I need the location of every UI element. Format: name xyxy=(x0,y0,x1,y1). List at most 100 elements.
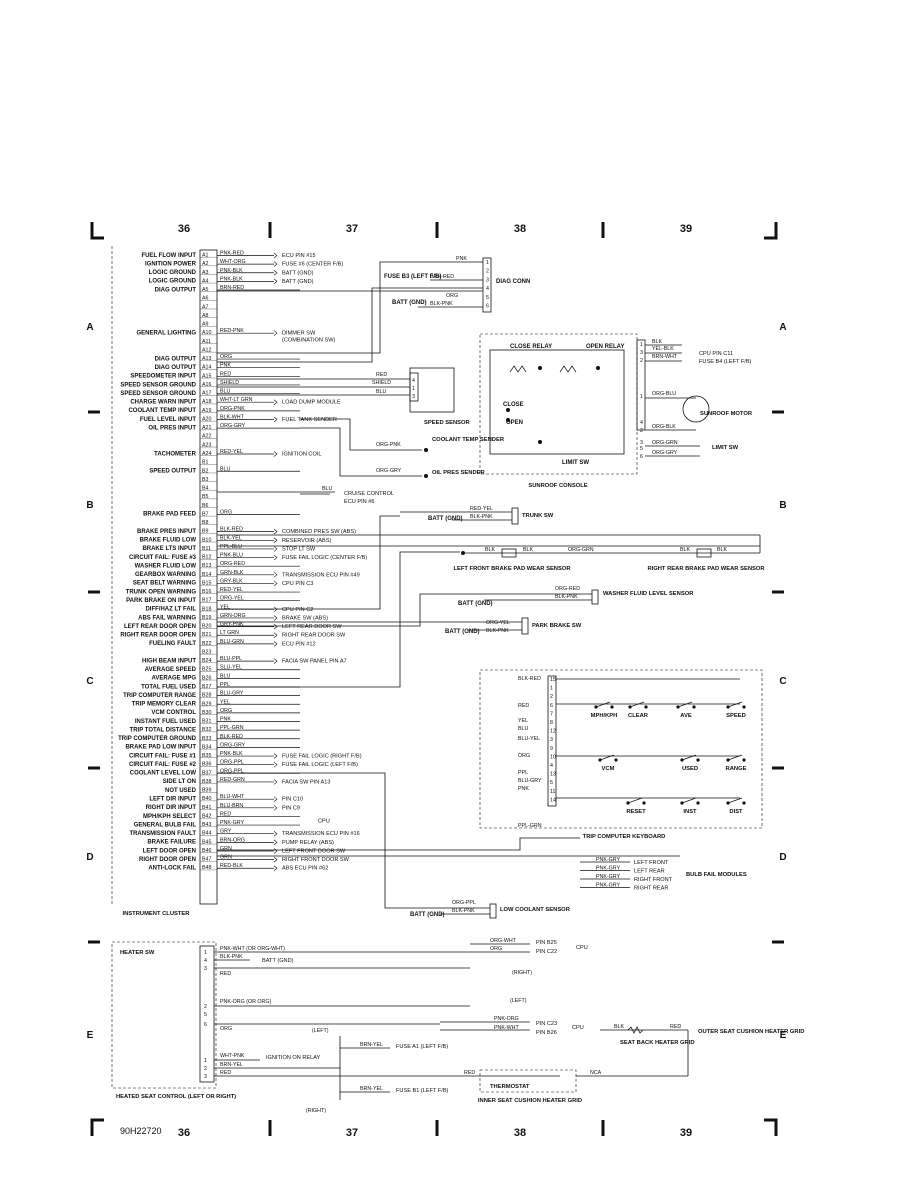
diag-blk-pnk: BLK-PNK xyxy=(430,301,453,307)
hs-batt: BATT (GND) xyxy=(262,958,294,964)
sunroof-pin-0: 1 xyxy=(640,342,643,348)
pin-number: B35 xyxy=(202,753,211,759)
lc-label: LOW COOLANT SENSOR xyxy=(500,907,571,913)
pin-wire: RED-BLK xyxy=(220,863,243,869)
pin-label: BRAKE FAILURE xyxy=(147,840,196,846)
kb-pin-5: 5 xyxy=(550,780,553,786)
hs-left: (LEFT) xyxy=(510,998,527,1004)
pin-label: TRUNK OPEN WARNING xyxy=(126,589,197,595)
hs-outer: OUTER SEAT CUSHION HEATER GRID xyxy=(698,1029,804,1035)
bulb-item: RIGHT REAR xyxy=(634,886,668,892)
pin-number: B14 xyxy=(202,572,211,578)
kb-button-mphkph: MPH/KPH xyxy=(591,701,617,719)
kb-button-dist: DIST xyxy=(726,797,746,815)
pin-destination: BATT (GND) xyxy=(282,270,314,276)
coolant-wire: ORG-PNK xyxy=(376,442,401,448)
hs-pin-top-2: 2 xyxy=(204,1004,207,1010)
sunroof-pin-6: 3 xyxy=(640,440,643,446)
pin-number: A21 xyxy=(202,425,211,431)
ss-wire-shield: SHIELD xyxy=(372,380,391,386)
kb-button-label: RANGE xyxy=(726,766,747,772)
column-label-top-36: 36 xyxy=(178,223,190,235)
pin-wire: ORG-PPL xyxy=(220,768,244,774)
pin-destination: FUSE FAIL LOGIC (LEFT F/B) xyxy=(282,762,358,768)
row-label-right-C: C xyxy=(779,676,786,687)
coolant-label: COOLANT TEMP SENDER xyxy=(432,437,505,443)
cruise-wire: BLU xyxy=(322,486,332,492)
pin-label: AVERAGE MPG xyxy=(151,676,196,682)
pin-label: FUEL LEVEL INPUT xyxy=(140,417,196,423)
pin-number: B36 xyxy=(202,762,211,768)
pin-label: DIAG OUTPUT xyxy=(155,287,197,293)
pin-label: GEARBOX WARNING xyxy=(135,572,196,578)
kb-pin-3: 3 xyxy=(550,737,553,743)
pin-label: COOLANT TEMP INPUT xyxy=(128,408,196,414)
pin-label: TRIP MEMORY CLEAR xyxy=(132,702,197,708)
coolant-oil-senders: ORG-PNK COOLANT TEMP SENDER ORG-GRY OIL … xyxy=(370,437,505,478)
pin-label: TRIP COMPUTER RANGE xyxy=(123,693,196,699)
row-label-left-A: A xyxy=(86,322,93,333)
kb-pin-15: 15 xyxy=(550,677,556,683)
pin-wire: BLU-BRN xyxy=(220,803,243,809)
pin-wire: BLU-PPL xyxy=(220,656,242,662)
pin-wire: WHT-ORG xyxy=(220,259,246,265)
pin-label: INSTANT FUEL USED xyxy=(135,719,197,725)
pin-number: B33 xyxy=(202,736,211,742)
pin-destination: PIN C9 xyxy=(282,805,300,811)
diag-batt: BATT (GND) xyxy=(392,300,427,306)
figure-id: 90H22720 xyxy=(120,1126,162,1136)
hs-b25: PIN B25 xyxy=(536,940,557,946)
pin-label: IGNITION POWER xyxy=(145,261,197,267)
diag-fuse: FUSE B3 (LEFT F/B) xyxy=(384,274,441,280)
trunk-label: TRUNK SW xyxy=(522,513,554,519)
pin-label: BRAKE FLUID LOW xyxy=(140,538,197,544)
sr-org-blu: ORG-BLU xyxy=(652,391,676,397)
cruise-dest: CRUISE CONTROL xyxy=(344,491,394,497)
pin-number: B9 xyxy=(202,529,209,535)
pin-wire: ORG xyxy=(220,354,232,360)
pin-number: B24 xyxy=(202,658,211,664)
pin-number: A13 xyxy=(202,356,211,362)
pin-label: LOGIC GROUND xyxy=(149,279,197,285)
hs-org: ORG xyxy=(490,946,502,952)
pin-number: B46 xyxy=(202,848,211,854)
bulb-wire: PNK-GRY xyxy=(596,857,621,863)
kb-pin-13: 13 xyxy=(550,772,556,778)
pin-wire: LT GRN xyxy=(220,630,239,636)
sr-fuse: FUSE B4 (LEFT F/B) xyxy=(699,359,752,365)
grid-ticks xyxy=(88,222,784,1136)
pin-number: B39 xyxy=(202,788,211,794)
hs-org-wht: ORG-WHT xyxy=(490,938,517,944)
hs-right2: (RIGHT) xyxy=(306,1108,326,1114)
sr-org-blk: ORG-BLK xyxy=(652,424,676,430)
pin-label: DIAG OUTPUT xyxy=(155,365,197,371)
sr-brn-wht: BRN-WHT xyxy=(652,354,678,360)
pin-number: B41 xyxy=(202,805,211,811)
pin-wire: PNK-BLK xyxy=(220,268,243,274)
pin-destination: BRAKE SW (ABS) xyxy=(282,615,328,621)
bulb-item: LEFT REAR xyxy=(634,869,665,875)
kb-button-label: SPEED xyxy=(726,713,746,719)
hs-w4: BLK-PNK xyxy=(220,954,243,960)
pin-destination: FACIA SW PANEL PIN A7 xyxy=(282,659,347,665)
